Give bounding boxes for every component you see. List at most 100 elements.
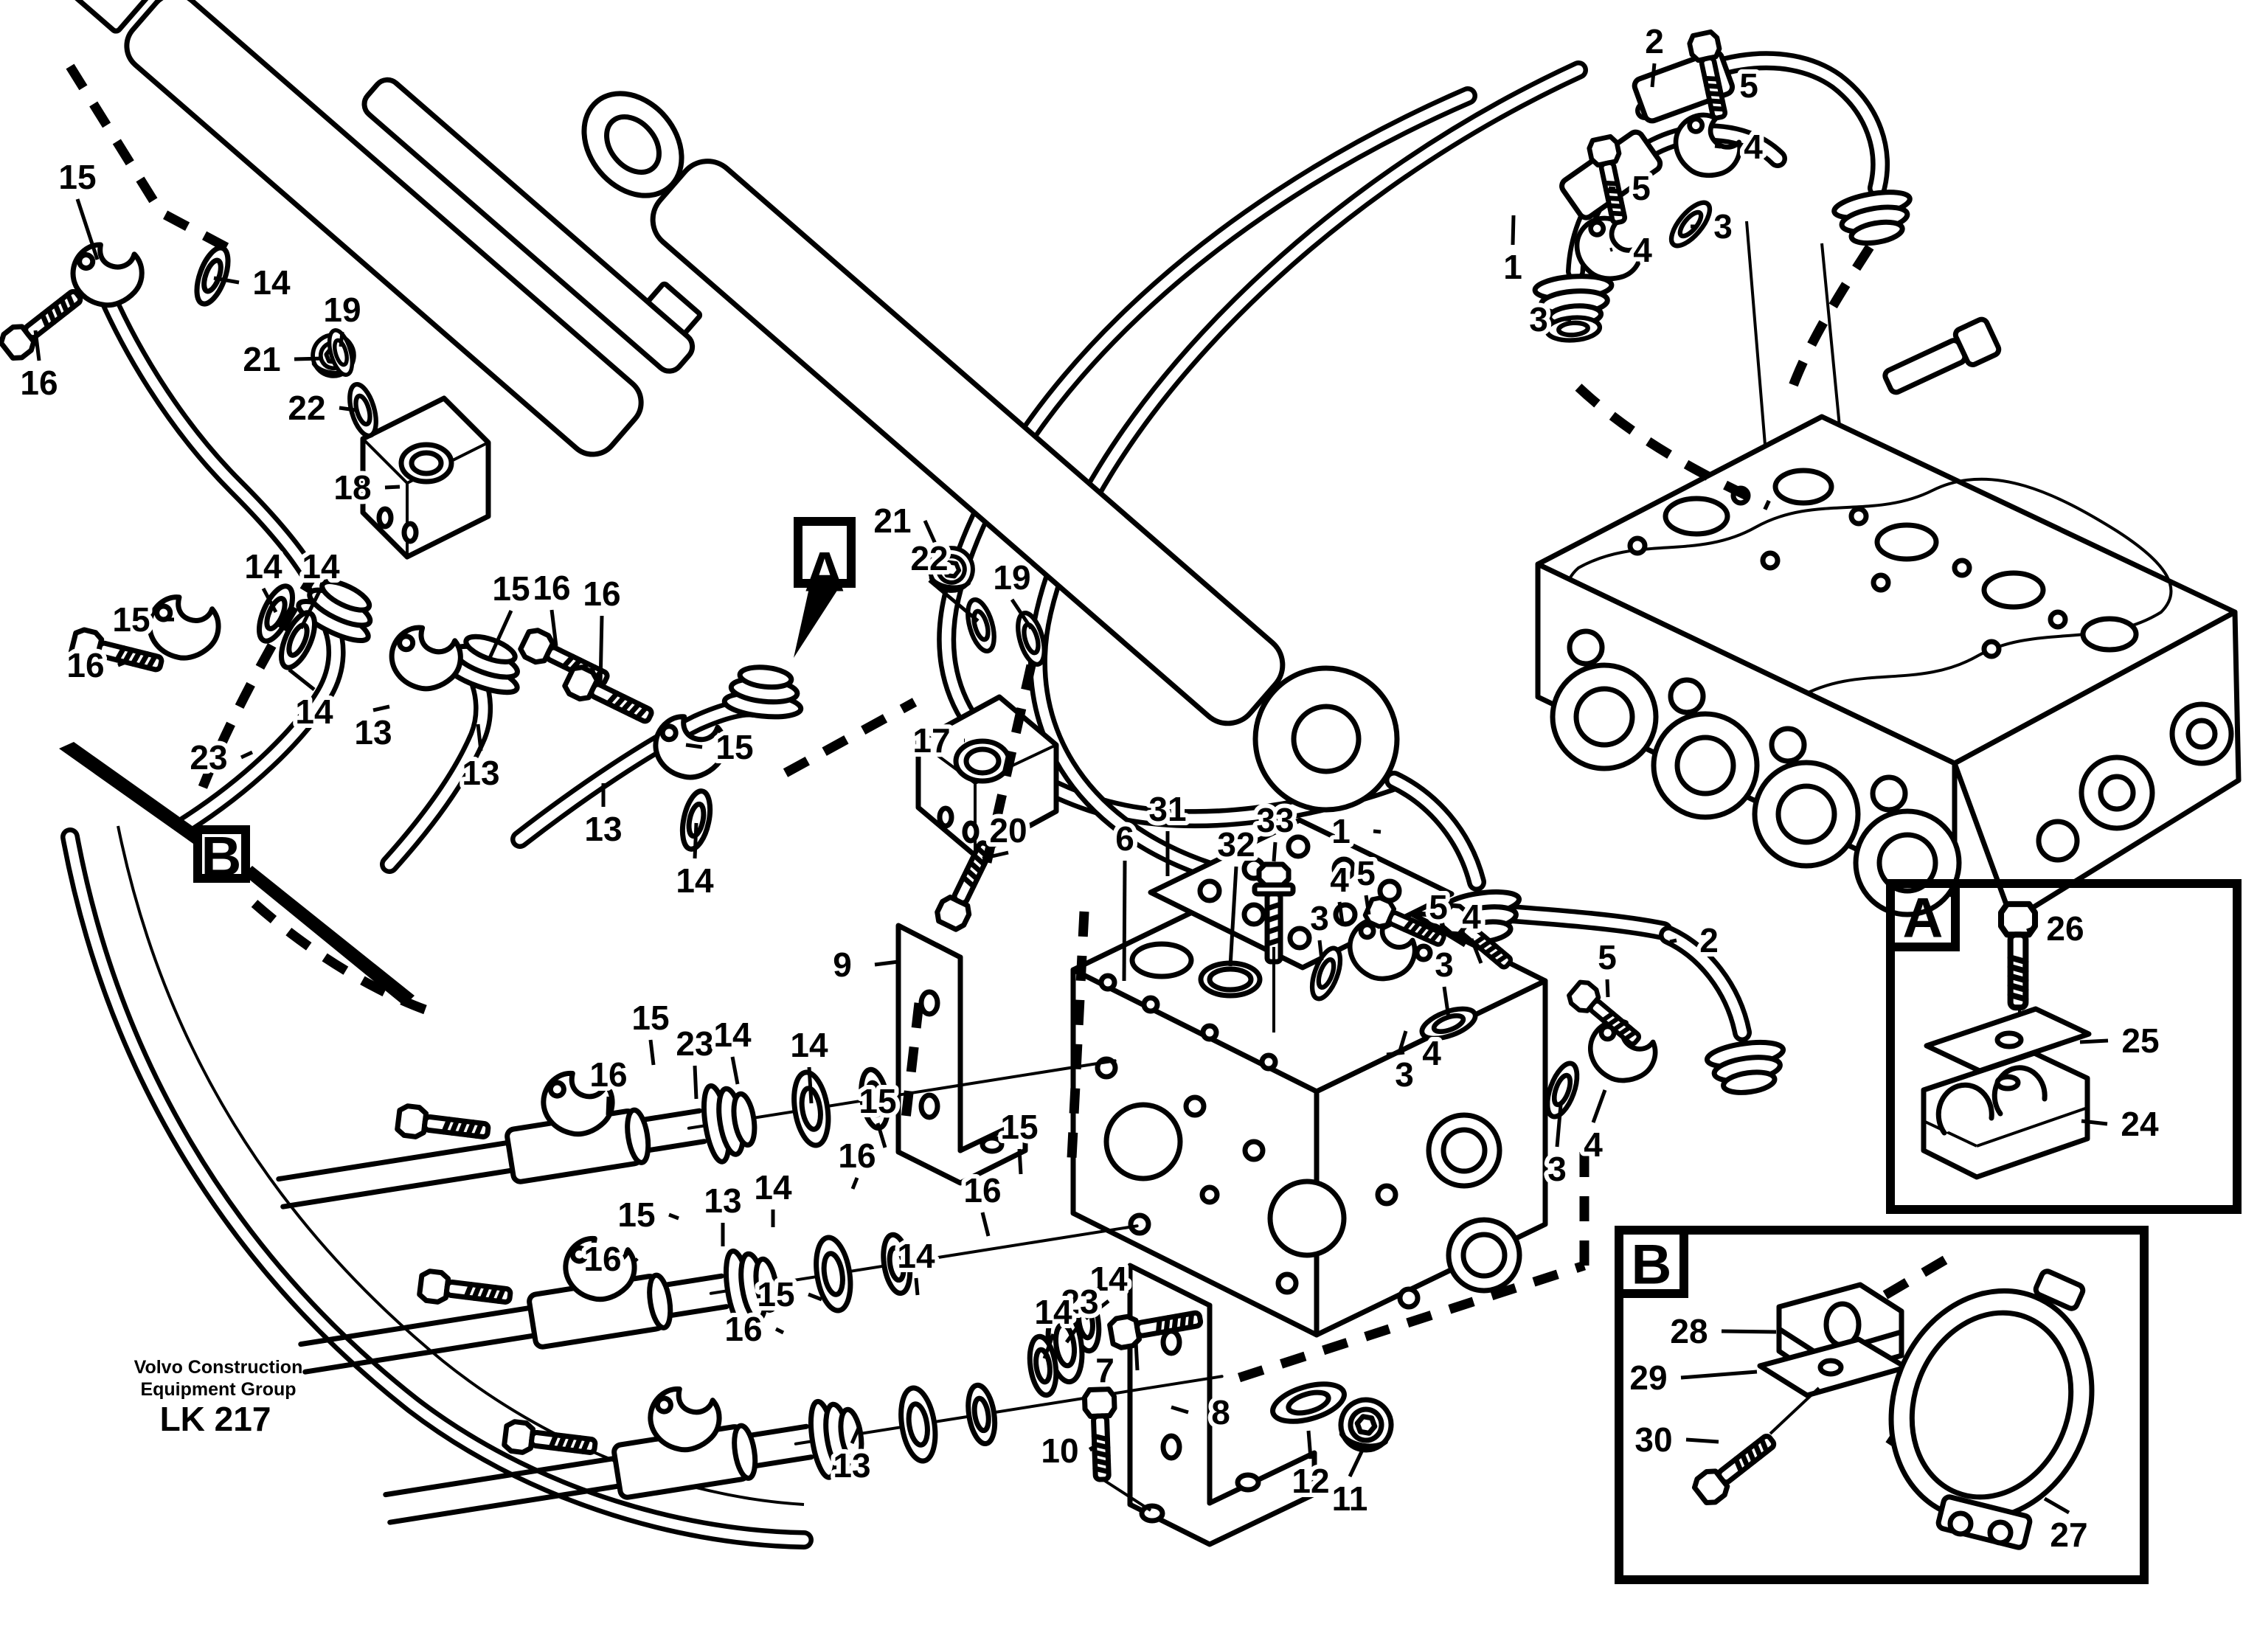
- part-label-main-21: 21: [873, 502, 911, 540]
- part-label-main-12: 12: [1292, 1462, 1329, 1500]
- leader-line-main-23: [1064, 1322, 1082, 1344]
- part-label-main-19: 19: [993, 558, 1030, 597]
- part-label-main-22: 22: [288, 389, 325, 427]
- part-label-main-23: 23: [1061, 1283, 1098, 1321]
- part-label-main-23: 23: [676, 1024, 713, 1063]
- part-label-main-10: 10: [1041, 1431, 1078, 1470]
- leader-line-main-3: [1555, 1104, 1563, 1148]
- part-label-main-7: 7: [1095, 1351, 1114, 1389]
- leader-line-main-5: [1605, 979, 1610, 998]
- drawing-code: LK 217: [160, 1400, 271, 1438]
- part-label-main-2: 2: [1645, 22, 1664, 60]
- part-label-main-5: 5: [1598, 938, 1617, 976]
- leader-line-main-4: [1714, 144, 1722, 149]
- part-label-main-3: 3: [1547, 1150, 1567, 1188]
- inset-a-letter: A: [1903, 887, 1944, 950]
- part-label-main-16: 16: [583, 1240, 621, 1278]
- leader-line-main-4: [1469, 938, 1483, 964]
- leader-line-main-16: [774, 1327, 785, 1335]
- part-label-main-14: 14: [754, 1168, 792, 1207]
- part-label-main-21: 21: [243, 340, 280, 378]
- brand-line2: Equipment Group: [140, 1379, 296, 1400]
- part-label-main-14: 14: [252, 263, 291, 302]
- part-label-main-6: 6: [1115, 819, 1134, 858]
- part-label-insetA-24: 24: [2121, 1105, 2159, 1143]
- leader-line-main-1: [1511, 215, 1516, 246]
- callout-b: [59, 742, 415, 1006]
- leader-line-main-19: [1010, 598, 1033, 630]
- leader-line-main-15: [1017, 1148, 1023, 1175]
- part-label-insetB-27: 27: [2050, 1516, 2087, 1554]
- leader-line-main-22: [928, 579, 980, 622]
- leader-line-insetB-29: [1680, 1370, 1758, 1380]
- leader-line-insetA-25: [2079, 1038, 2109, 1044]
- part-label-main-14: 14: [790, 1026, 828, 1064]
- part-label-main-8: 8: [1211, 1393, 1230, 1431]
- leader-line-main-14: [1042, 1333, 1055, 1359]
- part-label-main-4: 4: [1584, 1125, 1603, 1164]
- part-label-main-3: 3: [1529, 300, 1548, 339]
- part-label-main-14: 14: [295, 693, 333, 731]
- part-label-main-15: 15: [757, 1275, 794, 1313]
- leader-line-main-21: [294, 356, 324, 361]
- part-label-main-9: 9: [833, 945, 852, 984]
- leader-line-insetA-26: [2026, 926, 2034, 933]
- part-label-insetA-25: 25: [2121, 1021, 2159, 1060]
- part-label-main-16: 16: [838, 1136, 876, 1175]
- leader-line-main-2: [1669, 938, 1677, 944]
- block-17: [915, 545, 1059, 931]
- leader-line-main-16: [550, 609, 558, 647]
- part-label-main-20: 20: [989, 811, 1027, 850]
- leader-line-main-15: [808, 1292, 822, 1302]
- leader-line-insetB-27: [2043, 1496, 2070, 1515]
- leader-line-main-3: [1386, 1050, 1405, 1057]
- leader-line-main-4: [1591, 1089, 1607, 1123]
- boom-cylinder-lower: [361, 77, 1400, 813]
- part-label-main-14: 14: [1034, 1293, 1072, 1331]
- part-label-main-13: 13: [462, 754, 499, 792]
- leader-line-main-13: [476, 723, 483, 752]
- part-label-main-4: 4: [1422, 1034, 1441, 1072]
- leader-line-main-12: [1306, 1430, 1313, 1460]
- part-label-main-15: 15: [859, 1082, 896, 1120]
- leader-line-main-4: [1337, 901, 1345, 924]
- inset-b: [1615, 1226, 2149, 1584]
- part-label-main-4: 4: [1462, 898, 1481, 936]
- bracket-8: [1127, 1263, 1317, 1547]
- leader-line-main-14: [261, 587, 278, 614]
- part-label-main-3: 3: [1395, 1055, 1414, 1094]
- leader-line-main-2: [1650, 63, 1657, 88]
- part-label-main-16: 16: [724, 1310, 762, 1348]
- leader-line-main-9: [874, 959, 899, 967]
- inset-b-letter: B: [1632, 1234, 1672, 1297]
- leader-line-main-15: [75, 198, 100, 260]
- leader-line-main-33: [1272, 841, 1277, 862]
- part-label-main-17: 17: [912, 721, 950, 760]
- part-label-main-13: 13: [584, 810, 622, 848]
- part-label-main-14: 14: [897, 1237, 935, 1275]
- part-label-main-3: 3: [1435, 945, 1454, 984]
- leader-line-main-20: [982, 850, 1009, 861]
- part-label-main-5: 5: [1632, 169, 1651, 207]
- leader-line-main-32: [1228, 866, 1238, 967]
- leader-line-insetA-24: [2081, 1119, 2108, 1126]
- inset-a-clamp-24: [1921, 1050, 2090, 1180]
- flange-bolt-33: [1252, 861, 1296, 1032]
- leader-line-main-15: [876, 1122, 887, 1148]
- hose-2-top: [1569, 31, 1916, 288]
- washer-12: [1269, 1377, 1348, 1429]
- part-label-main-14: 14: [713, 1016, 752, 1054]
- leader-line-main-14: [299, 587, 323, 630]
- part-label-main-15: 15: [617, 1195, 655, 1234]
- bracket-9: [895, 923, 1028, 1186]
- part-label-main-16: 16: [589, 1055, 627, 1094]
- part-label-main-23: 23: [190, 738, 227, 777]
- leader-line-main-21: [923, 519, 948, 568]
- o-ring-32: [1198, 960, 1263, 999]
- part-label-main-13: 13: [354, 713, 392, 752]
- leader-line-main-16: [598, 615, 604, 685]
- part-label-main-3: 3: [1310, 899, 1329, 937]
- part-label-main-3: 3: [1713, 207, 1733, 246]
